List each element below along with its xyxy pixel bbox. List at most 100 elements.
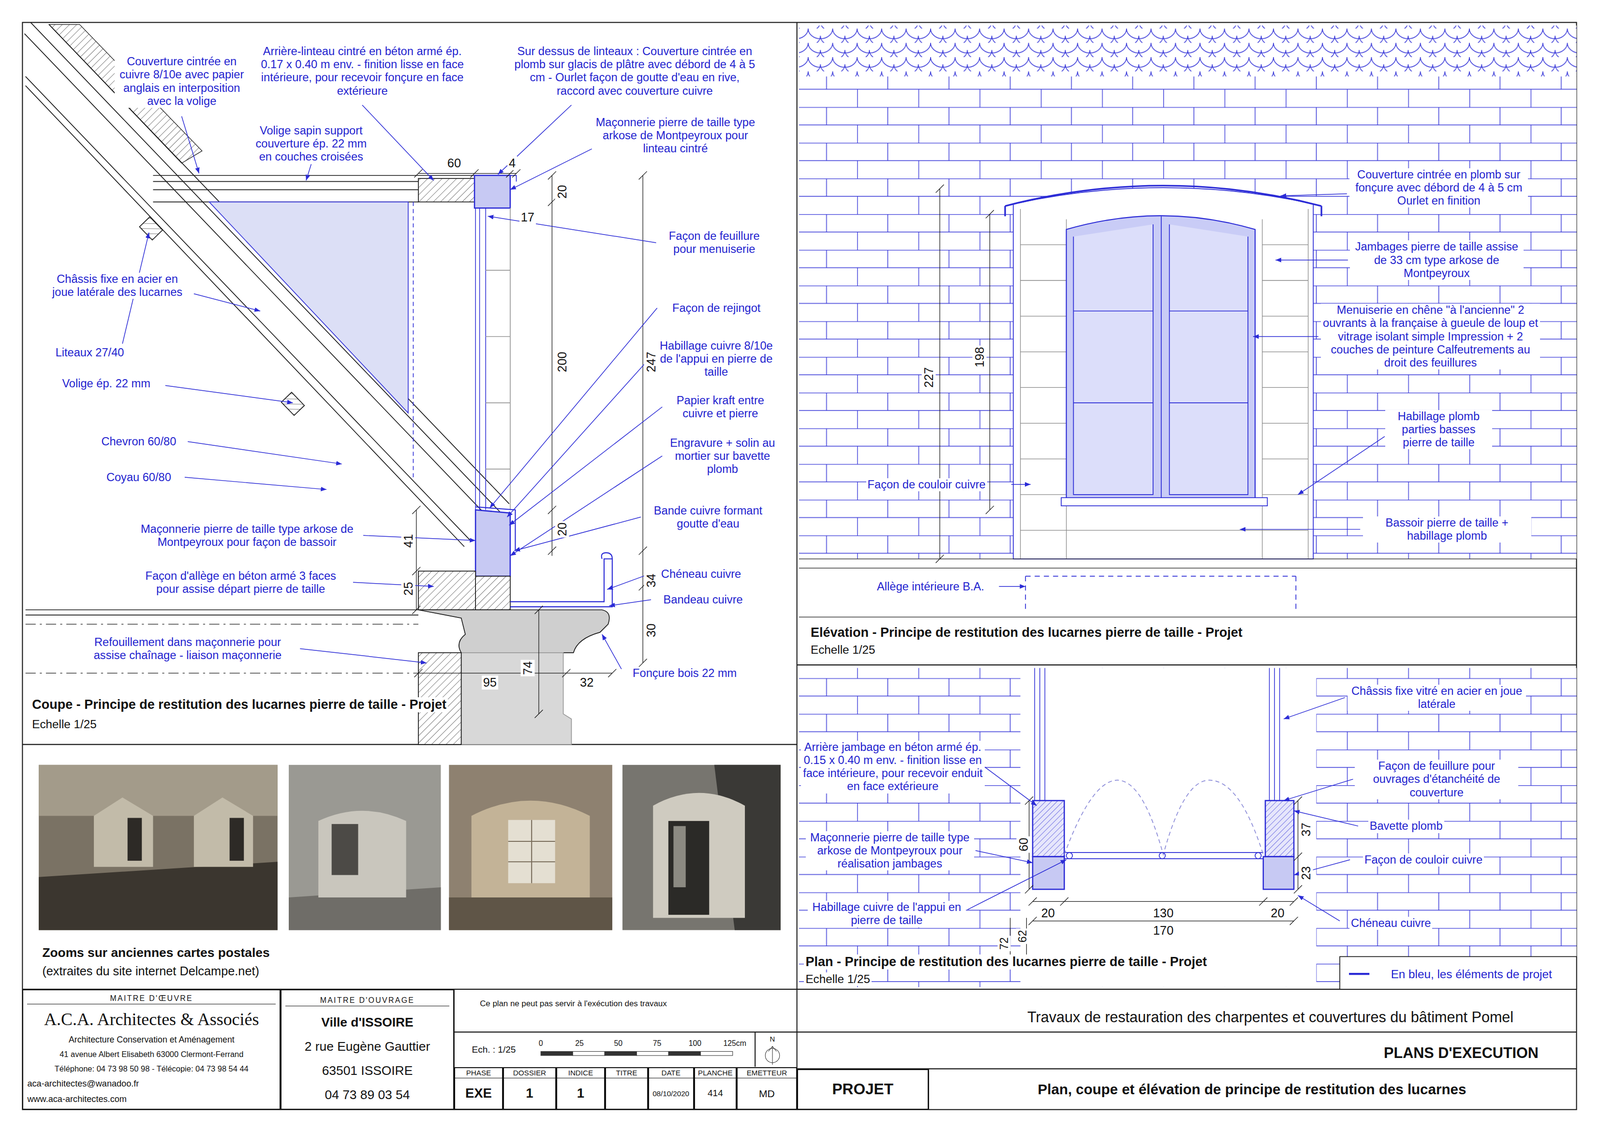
section-drawing xyxy=(475,510,511,577)
title-block-cell: MAITRE D'OUVRAGEVille d'ISSOIRE2 rue Eug… xyxy=(280,989,455,1111)
annotation: Refouillement dans maçonnerie pour assis… xyxy=(77,636,298,663)
postcard-photo xyxy=(38,765,278,816)
annotation: Coyau 60/80 xyxy=(104,471,173,485)
postcard-photo xyxy=(93,797,153,867)
leader-line xyxy=(299,648,427,664)
annotation: Fonçure bois 22 mm xyxy=(631,666,739,681)
cell-text: 08/10/2020 xyxy=(649,1078,694,1110)
annotation: Chéneau cuivre xyxy=(659,567,743,581)
leader-line xyxy=(498,104,572,175)
annotation: Engravure + solin au mortier sur bavette… xyxy=(665,436,780,476)
annotation: Arrière jambage en béton armé ép. 0.15 x… xyxy=(800,740,985,794)
leader-line xyxy=(608,599,651,607)
title-block-cell: DOSSIER1 xyxy=(503,1067,557,1111)
plan-drawing xyxy=(1263,857,1294,890)
plan-drawing xyxy=(799,667,1577,988)
leader-line xyxy=(984,767,1038,806)
elevation-drawing xyxy=(799,25,1577,77)
annotation: Façon de rejingot xyxy=(670,301,762,315)
elevation-drawing xyxy=(1020,208,1309,559)
sheet-frame xyxy=(22,22,1577,1110)
plan-drawing xyxy=(1032,800,1065,858)
leader-line xyxy=(1275,259,1349,261)
scale-bar xyxy=(572,1051,605,1056)
cell-text: 04 73 89 03 54 xyxy=(285,1087,450,1104)
section-drawing xyxy=(281,392,305,416)
annotation: Habillage cuivre 8/10e de l'appui en pie… xyxy=(652,339,781,379)
cell-text: A.C.A. Architectes & Associés xyxy=(27,1009,276,1031)
panel-title: Elévation - Principe de restitution des … xyxy=(809,625,1245,641)
postcard-photo xyxy=(288,765,441,931)
postcard-photo xyxy=(331,824,359,875)
scale-bar xyxy=(636,1051,669,1056)
leader-line xyxy=(187,441,342,464)
annotation: Habillage plomb parties basses pierre de… xyxy=(1385,410,1493,450)
title-block-cell: DATE08/10/2020 xyxy=(648,1067,695,1111)
annotation: Liteaux 27/40 xyxy=(54,346,126,360)
cell-text: 1 xyxy=(557,1078,605,1110)
annotation: Couverture cintrée en cuivre 8/10e avec … xyxy=(114,55,250,108)
leader-line xyxy=(607,574,649,590)
dimension-value: 50 xyxy=(612,1039,624,1049)
leader-line xyxy=(193,293,261,312)
title-block-cell: PROJET xyxy=(797,1069,929,1111)
leader-line xyxy=(184,477,327,490)
plan-drawing xyxy=(1024,796,1303,926)
annotation: Châssis fixe en acier en joue latérale d… xyxy=(43,272,192,299)
plan-drawing xyxy=(1159,852,1166,860)
elevation-drawing xyxy=(799,25,1577,618)
dimension-value: 34 xyxy=(644,572,659,589)
postcard-photo xyxy=(448,765,613,931)
leader-line xyxy=(1283,779,1353,801)
section-drawing xyxy=(152,175,517,203)
postcard-photo xyxy=(38,765,781,931)
elevation-drawing xyxy=(1025,576,1296,613)
annotation: (extraites du site internet Delcampe.net… xyxy=(40,964,261,979)
cell-heading: DOSSIER xyxy=(503,1068,556,1079)
cell-heading: TITRE xyxy=(606,1068,648,1079)
postcard-photo xyxy=(668,821,710,916)
plan-drawing xyxy=(1265,800,1294,858)
elevation-drawing xyxy=(1061,497,1268,506)
plan-drawing xyxy=(1010,800,1299,970)
annotation: Façon de couloir cuivre xyxy=(1362,853,1484,867)
dimension-value: 0 xyxy=(537,1039,545,1049)
leader-line xyxy=(1239,529,1361,530)
dimension-value: 32 xyxy=(578,675,595,690)
annotation: Travaux de restauration des charpentes e… xyxy=(1025,1008,1515,1026)
dimension-value: 247 xyxy=(644,350,659,374)
panel-title: PLANS D'EXECUTION xyxy=(1382,1044,1541,1062)
dimension-value: 23 xyxy=(1299,865,1314,882)
cell-text: EXE xyxy=(455,1078,503,1110)
leader-line xyxy=(353,582,434,587)
annotation: Volige sapin support couverture ép. 22 m… xyxy=(247,124,375,164)
title-block-cell: PHASEEXE xyxy=(454,1067,504,1111)
plan-drawing xyxy=(1255,852,1262,860)
section-drawing xyxy=(510,559,613,608)
section-drawing xyxy=(139,217,163,241)
cell-heading: EMETTEUR xyxy=(737,1068,796,1079)
annotation: N xyxy=(768,1035,777,1044)
scale-bar xyxy=(768,1046,777,1066)
postcard-photo xyxy=(448,897,613,931)
leader-line xyxy=(165,385,294,403)
annotation: Maçonnerie pierre de taille type arkose … xyxy=(805,831,975,871)
leader-line xyxy=(181,116,200,174)
title-block-cell: INDICE1 xyxy=(556,1067,606,1111)
annotation: 125cm xyxy=(721,1039,748,1049)
elevation-drawing xyxy=(1005,185,1322,217)
dimension-value: 20 xyxy=(1269,906,1286,921)
leader-line xyxy=(967,859,1067,910)
dimension-value: 62 xyxy=(1015,929,1029,945)
leader-line xyxy=(1280,193,1348,196)
cell-heading: DATE xyxy=(649,1068,694,1079)
annotation: Façon de feuillure pour ouvrages d'étanc… xyxy=(1354,759,1519,800)
annotation: Echelle 1/25 xyxy=(30,717,98,732)
annotation: Sur dessus de linteaux : Couverture cint… xyxy=(508,44,762,98)
section-drawing xyxy=(601,552,613,560)
postcard-photo xyxy=(508,820,556,884)
annotation: Echelle 1/25 xyxy=(809,643,877,657)
elevation-drawing xyxy=(1066,215,1256,503)
postcard-photo xyxy=(127,818,143,862)
dimension-value: 20 xyxy=(1039,906,1057,921)
